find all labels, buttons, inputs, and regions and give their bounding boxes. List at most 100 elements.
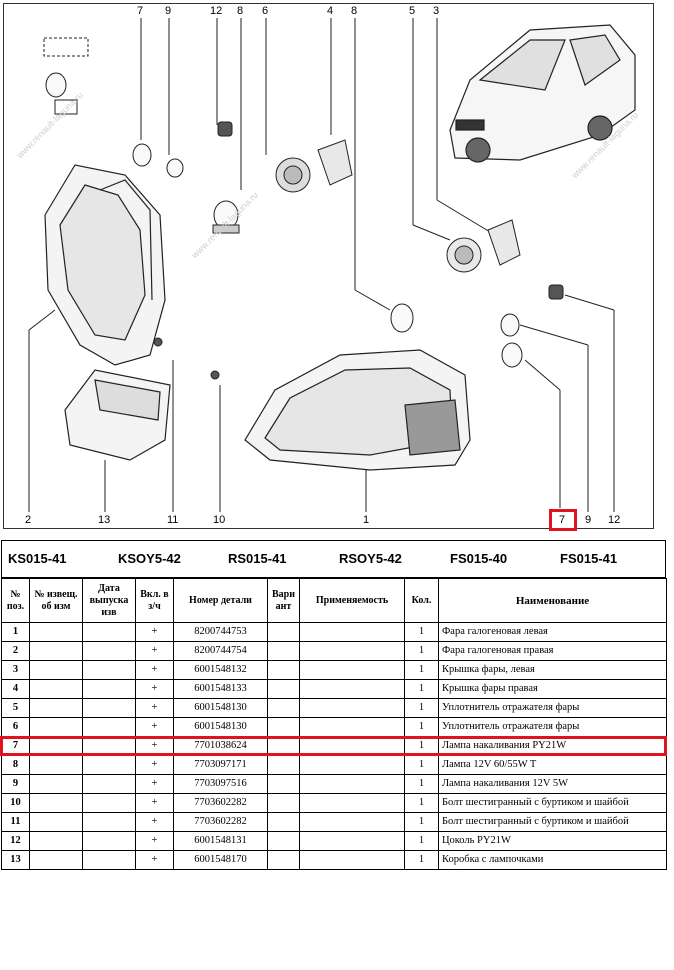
callout-top-5: 5 bbox=[409, 5, 416, 17]
cell-variant bbox=[267, 736, 300, 756]
cell-name: Коробка с лампочками bbox=[438, 850, 667, 870]
cell-date bbox=[82, 736, 136, 756]
cell-name: Крышка фары правая bbox=[438, 679, 667, 699]
header-notice: № извещ. об изм bbox=[29, 578, 83, 623]
cell-incl: + bbox=[135, 679, 174, 699]
cell-date bbox=[82, 622, 136, 642]
parts-table: № поз. № извещ. об изм Дата выпуска изв … bbox=[1, 578, 667, 870]
cell-pos: 7 bbox=[1, 736, 30, 756]
cell-name: Уплотнитель отражателя фары bbox=[438, 717, 667, 737]
cell-part-number: 7703097516 bbox=[173, 774, 268, 794]
cell-qty: 1 bbox=[404, 622, 439, 642]
cell-date bbox=[82, 850, 136, 870]
cell-variant bbox=[267, 793, 300, 813]
cell-part-number: 6001548132 bbox=[173, 660, 268, 680]
cell-part-number: 6001548130 bbox=[173, 717, 268, 737]
cell-variant bbox=[267, 850, 300, 870]
header-part: Номер детали bbox=[173, 578, 268, 623]
vehicle-code: FS015-41 bbox=[560, 551, 618, 566]
cell-qty: 1 bbox=[404, 831, 439, 851]
cell-incl: + bbox=[135, 660, 174, 680]
cell-pos: 1 bbox=[1, 622, 30, 642]
cell-qty: 1 bbox=[404, 660, 439, 680]
header-applic: Применяемость bbox=[299, 578, 405, 623]
cell-part-number: 8200744754 bbox=[173, 641, 268, 661]
cell-pos: 9 bbox=[1, 774, 30, 794]
vehicle-codes-bar: KS015-41 KSOY5-42 RS015-41 RSOY5-42 FS01… bbox=[1, 540, 666, 578]
cell-variant bbox=[267, 831, 300, 851]
callout-top-8b: 8 bbox=[351, 5, 358, 17]
callout-top-12: 12 bbox=[210, 5, 223, 17]
table-header-row: № поз. № извещ. об изм Дата выпуска изв … bbox=[1, 578, 667, 623]
cell-notice bbox=[29, 793, 83, 813]
cell-applicability bbox=[299, 793, 405, 813]
callout-top-4: 4 bbox=[327, 5, 334, 17]
cell-notice bbox=[29, 812, 83, 832]
callout-top-7: 7 bbox=[137, 5, 144, 17]
cell-part-number: 6001548133 bbox=[173, 679, 268, 699]
cell-date bbox=[82, 812, 136, 832]
cell-incl: + bbox=[135, 850, 174, 870]
cell-qty: 1 bbox=[404, 755, 439, 775]
cell-date bbox=[82, 660, 136, 680]
cell-applicability bbox=[299, 660, 405, 680]
callout-top-9: 9 bbox=[165, 5, 172, 17]
cell-applicability bbox=[299, 679, 405, 699]
header-variant: Вари ант bbox=[267, 578, 300, 623]
cell-variant bbox=[267, 774, 300, 794]
cell-name: Цоколь PY21W bbox=[438, 831, 667, 851]
cell-variant bbox=[267, 641, 300, 661]
cell-incl: + bbox=[135, 641, 174, 661]
cell-incl: + bbox=[135, 717, 174, 737]
cell-applicability bbox=[299, 850, 405, 870]
vehicle-code: RS015-41 bbox=[228, 551, 287, 566]
cell-notice bbox=[29, 717, 83, 737]
cell-part-number: 6001548130 bbox=[173, 698, 268, 718]
cell-incl: + bbox=[135, 812, 174, 832]
callout-bottom-10: 10 bbox=[213, 514, 226, 526]
cell-notice bbox=[29, 736, 83, 756]
cell-date bbox=[82, 698, 136, 718]
cell-qty: 1 bbox=[404, 850, 439, 870]
vehicle-code: FS015-40 bbox=[450, 551, 508, 566]
cell-name: Фара галогеновая правая bbox=[438, 641, 667, 661]
cell-qty: 1 bbox=[404, 793, 439, 813]
cell-applicability bbox=[299, 641, 405, 661]
cell-name: Фара галогеновая левая bbox=[438, 622, 667, 642]
cell-pos: 8 bbox=[1, 755, 30, 775]
cell-pos: 12 bbox=[1, 831, 30, 851]
cell-part-number: 6001548170 bbox=[173, 850, 268, 870]
callout-bottom-13: 13 bbox=[98, 514, 111, 526]
cell-part-number: 7703602282 bbox=[173, 812, 268, 832]
cell-part-number: 8200744753 bbox=[173, 622, 268, 642]
cell-date bbox=[82, 717, 136, 737]
cell-notice bbox=[29, 641, 83, 661]
cell-applicability bbox=[299, 736, 405, 756]
callout-bottom-1: 1 bbox=[363, 514, 370, 526]
cell-pos: 10 bbox=[1, 793, 30, 813]
cell-qty: 1 bbox=[404, 774, 439, 794]
cell-date bbox=[82, 679, 136, 699]
callout-bottom-12: 12 bbox=[608, 514, 621, 526]
cell-notice bbox=[29, 660, 83, 680]
cell-notice bbox=[29, 698, 83, 718]
cell-name: Крышка фары, левая bbox=[438, 660, 667, 680]
cell-applicability bbox=[299, 774, 405, 794]
cell-variant bbox=[267, 717, 300, 737]
callout-top-3: 3 bbox=[433, 5, 440, 17]
diagram-frame bbox=[3, 3, 654, 529]
cell-qty: 1 bbox=[404, 641, 439, 661]
cell-qty: 1 bbox=[404, 812, 439, 832]
cell-incl: + bbox=[135, 755, 174, 775]
callout-bottom-2: 2 bbox=[25, 514, 32, 526]
cell-notice bbox=[29, 774, 83, 794]
cell-notice bbox=[29, 622, 83, 642]
